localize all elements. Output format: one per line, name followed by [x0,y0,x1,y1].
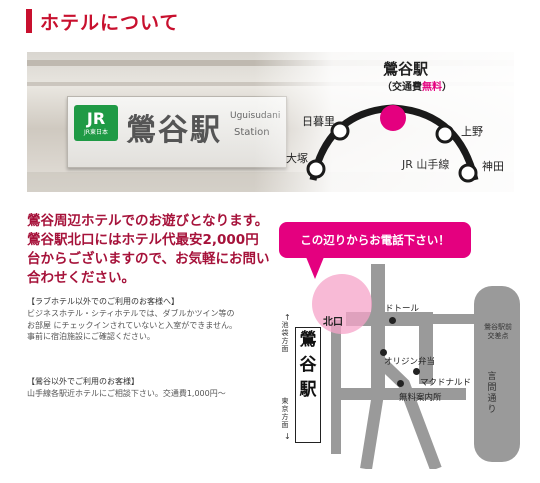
main-street [474,286,520,462]
note-heading: 【鶯谷以外でご利用のお客様】 [27,377,139,386]
yamanote-line-diagram [306,104,479,183]
direction-label-ikebukuro: 池袋方面 [281,321,289,353]
landmark-dot [397,380,404,387]
arrow-down-icon: ↓ [284,432,291,441]
landmark-dot [389,317,396,324]
arrow-up-icon: ↑ [284,313,291,322]
main-station-note: （交通費無料） [382,82,452,93]
landmark-info-center: 無料案内所 [399,393,442,403]
note-body: 山手線各駅近ホテルにご相談下さい。交通費1,000円〜 [27,389,226,398]
call-area-highlight [312,274,372,334]
direction-label-tokyo: 東京方面 [281,397,289,429]
landmark-mcdonalds: マクドナルド [420,378,472,388]
heading-accent-bar [26,9,32,33]
station-sign-kanji: 鶯谷駅 [126,113,222,148]
page-title: ホテルについて [40,12,180,34]
landmark-dot [380,349,387,356]
intro-text: 鶯谷周辺ホテルでのお遊びとなります。鶯谷駅北口にはホテル代最安2,000円台から… [27,213,270,286]
station-label-kanda: 神田 [482,160,504,173]
north-exit-label: 北口 [323,317,343,328]
line-name-label: JR 山手線 [402,158,450,171]
station-dot-uguisudani [380,105,406,131]
street-label: 言問通り [487,372,497,415]
callout-tail [306,257,324,279]
note-body: ビジネスホテル・シティホテルでは、ダブルかツイン等の お部屋 にチェックインされ… [27,309,238,341]
main-station-label: 鶯谷駅 [383,60,429,78]
note-heading: 【ラブホテル以外でのご利用のお客様へ】 [27,297,179,306]
station-label-nippori: 日暮里 [302,115,335,128]
landmark-dot [413,368,420,375]
station-dot-nippori [330,121,350,141]
station-sign-romaji: Station [234,127,270,138]
station-building: 鶯 谷 駅 [295,327,321,443]
call-area-callout: この辺りからお電話下さい！ [279,222,471,258]
area-map [312,264,520,469]
free-fare-label: 無料 [422,82,442,93]
road [373,354,442,469]
station-label-otsuka: 大塚 [286,152,308,165]
landmark-origin: オリジン弁当 [384,357,436,367]
station-label-ueno: 上野 [461,125,483,138]
station-dot-otsuka [306,159,326,179]
landmark-doutor: ドトール [385,304,420,314]
crossing-label: 鶯谷駅前 交差点 [484,323,512,340]
road [360,393,384,469]
station-dot-ueno [435,124,455,144]
station-dot-kanda [458,163,478,183]
